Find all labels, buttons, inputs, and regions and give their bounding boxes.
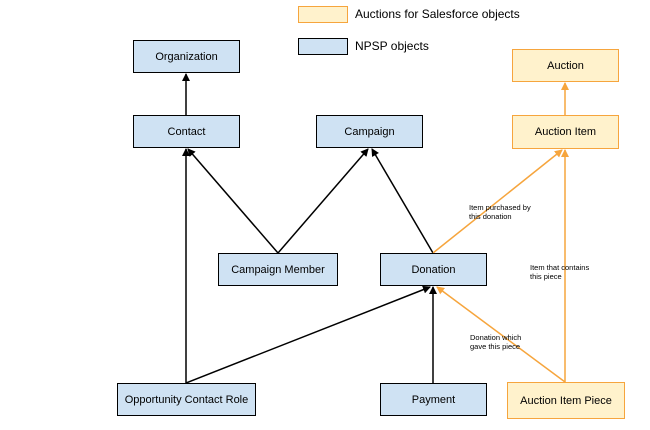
node-auction-item: Auction Item — [512, 115, 619, 149]
edge-label-item-purchased: Item purchased by this donation — [469, 203, 531, 221]
node-payment: Payment — [380, 383, 487, 416]
edge-campaign-member-campaign — [277, 148, 369, 254]
node-campaign-member: Campaign Member — [218, 253, 338, 286]
edge-campaign-member-contact — [187, 148, 279, 254]
node-auction: Auction — [512, 49, 619, 82]
legend-label-auction: Auctions for Salesforce objects — [355, 7, 520, 21]
node-contact: Contact — [133, 115, 240, 148]
legend-swatch-auction — [298, 6, 348, 23]
node-campaign: Campaign — [316, 115, 423, 148]
edge-label-donation-gave: Donation which gave this piece — [470, 333, 522, 351]
edge-ocr-donation — [185, 285, 431, 384]
edge-donation-auction-item — [432, 149, 563, 254]
node-auction-item-piece: Auction Item Piece — [507, 382, 625, 419]
edge-donation-campaign — [371, 148, 434, 254]
node-organization: Organization — [133, 40, 240, 73]
legend-swatch-npsp — [298, 38, 348, 55]
edge-piece-donation — [436, 286, 566, 383]
node-opportunity-contact-role: Opportunity Contact Role — [117, 383, 256, 416]
node-donation: Donation — [380, 253, 487, 286]
edge-label-item-contains: Item that contains this piece — [530, 263, 590, 281]
legend-label-npsp: NPSP objects — [355, 39, 429, 53]
